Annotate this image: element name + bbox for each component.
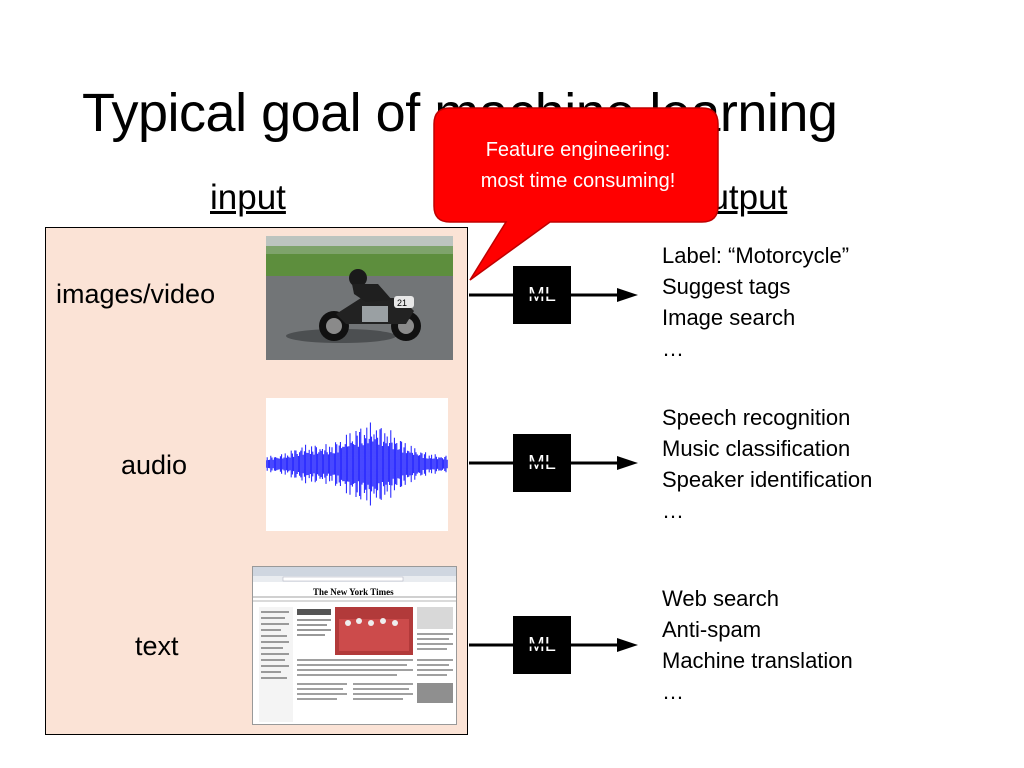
output-item: Music classification [662,436,851,461]
output-list-text: Web search Anti-spam Machine translation… [662,583,853,707]
motorcycle-image: 21 [266,236,453,360]
newspaper-masthead: The New York Times [313,587,394,597]
arrow-images [469,288,638,302]
arrow-audio [469,456,638,470]
svg-text:21: 21 [397,298,407,308]
output-item: Machine translation [662,648,853,673]
output-list-audio: Speech recognition Music classification … [662,402,872,526]
feature-engineering-callout [433,107,719,281]
row-label-text: text [135,631,179,661]
output-item: Suggest tags [662,274,791,299]
arrow-text [469,638,638,652]
output-item: Image search [662,305,796,330]
output-item: Web search [662,586,779,611]
callout-line-2: most time consuming! [480,170,676,192]
output-list-images: Label: “Motorcycle” Suggest tags Image s… [662,240,849,364]
newspaper-webpage-image: The New York Times [252,566,457,725]
output-item: … [662,336,684,361]
output-item: Label: “Motorcycle” [662,243,850,268]
input-heading: input [210,178,286,217]
callout-text: Feature engineering: most time consuming… [438,135,718,197]
audio-waveform-image [266,398,448,531]
output-item: Speaker identification [662,467,873,492]
callout-line-1: Feature engineering: [485,139,671,161]
row-label-audio: audio [121,450,188,480]
output-item: Speech recognition [662,405,851,430]
waveform-trace [266,422,448,506]
output-item: Anti-spam [662,617,762,642]
output-item: … [662,679,684,704]
output-item: … [662,498,684,523]
row-label-images-video: images/video [56,279,216,309]
